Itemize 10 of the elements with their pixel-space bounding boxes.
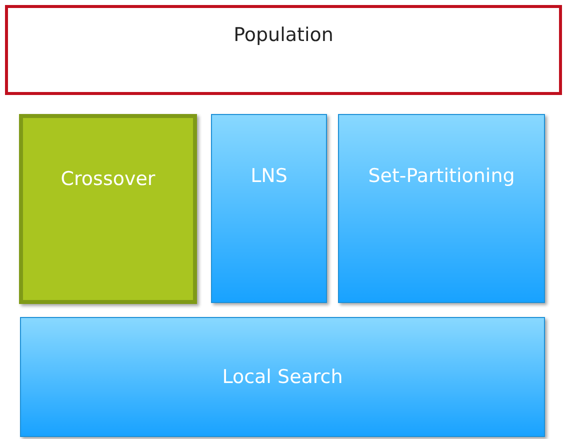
node-label: Local Search: [222, 366, 343, 390]
component-box: [19, 114, 197, 304]
component-box: [338, 114, 545, 303]
layer-box: [5, 5, 562, 95]
layer-box: [20, 317, 545, 437]
node-label: Crossover: [60, 168, 156, 192]
node-label: Population: [234, 24, 334, 48]
component-box: [211, 114, 327, 303]
node-label: Set-Partitioning: [368, 165, 515, 189]
node-label: LNS: [250, 165, 288, 189]
